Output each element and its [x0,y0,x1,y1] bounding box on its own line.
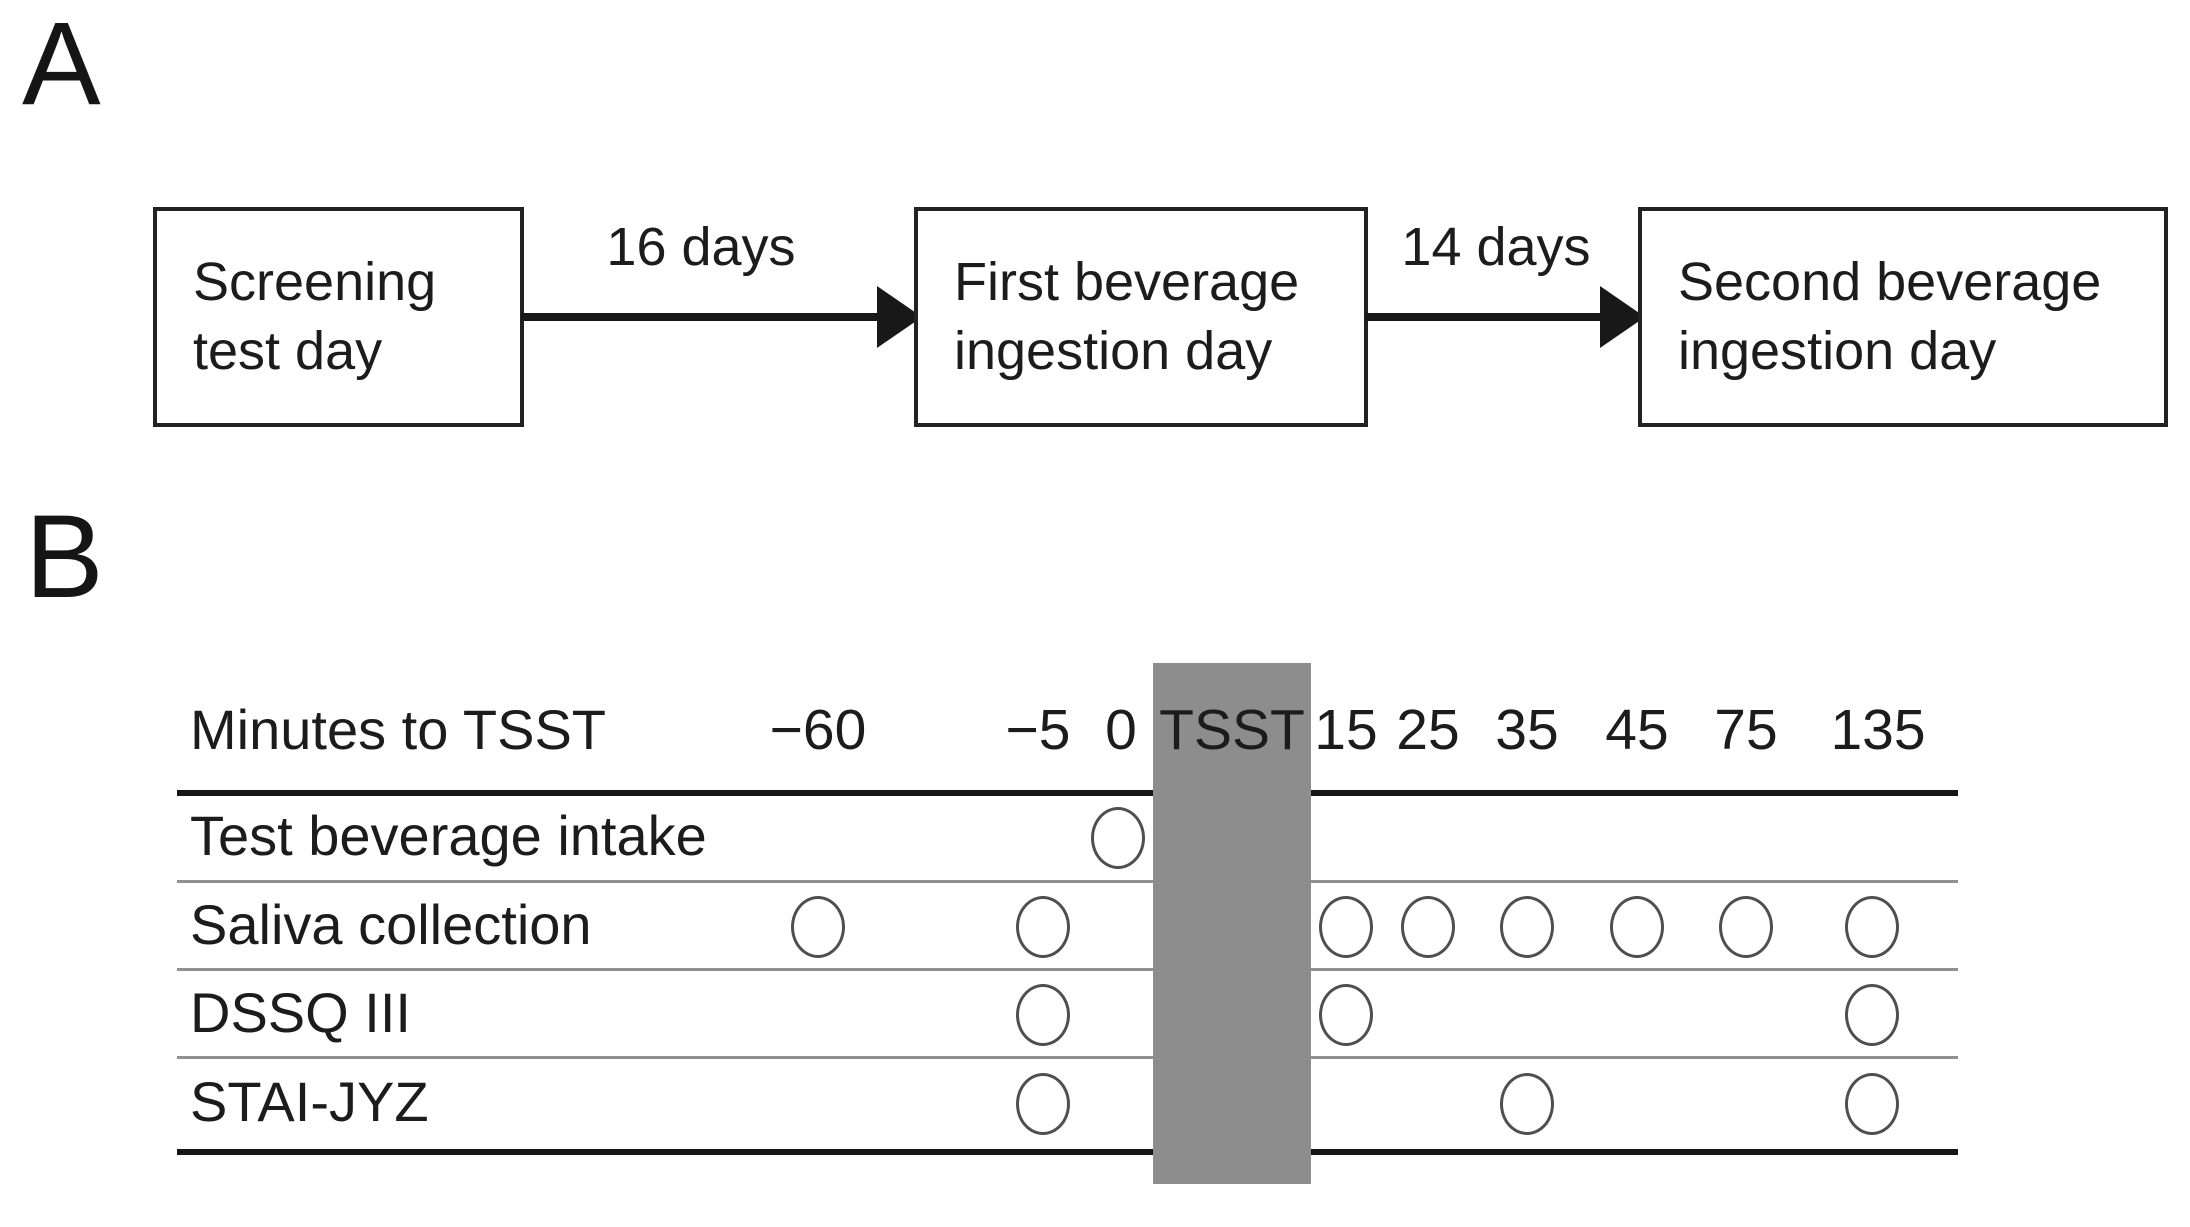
flow-box-first-beverage: First beverage ingestion day [914,207,1368,427]
arrow-shaft-1 [521,313,881,321]
marker-circle-dssq-15 [1319,984,1373,1046]
row-label-stai-jyz: STAI-JYZ [190,1070,429,1133]
marker-circle-test-beverage-0 [1091,807,1145,869]
flow-box-first-beverage-line1: First beverage [954,251,1300,312]
marker-circle-saliva-minus5 [1016,896,1070,958]
marker-circle-saliva-35 [1500,896,1554,958]
time-label-135: 135 [1830,698,1926,762]
panel-a-label: A [22,0,101,130]
row-label-dssq-iii: DSSQ III [190,981,411,1044]
flow-box-second-beverage-line1: Second beverage [1678,251,2102,312]
flow-box-first-beverage-line2: ingestion day [954,321,1273,381]
time-label-35: 35 [1495,698,1559,762]
panel-b-label: B [25,491,104,623]
flow-box-screening-line2: test day [193,321,383,381]
marker-circle-stai-35 [1500,1073,1554,1135]
flow-box-screening-line1: Screening [193,251,437,312]
table-top-rule [177,790,1958,796]
interval-label-14-days: 14 days [1401,217,1591,277]
marker-circle-saliva-25 [1401,896,1455,958]
marker-circle-stai-135 [1845,1073,1899,1135]
time-label-75: 75 [1714,698,1778,762]
timeline-header-label: Minutes to TSST [190,698,607,761]
row-separator-1 [177,880,1958,883]
time-label-minus60: −60 [769,698,867,762]
marker-circle-saliva-15 [1319,896,1373,958]
marker-circle-saliva-45 [1610,896,1664,958]
flow-box-second-beverage-line2: ingestion day [1678,321,1997,381]
flow-box-second-beverage: Second beverage ingestion day [1638,207,2168,427]
time-label-25: 25 [1396,698,1460,762]
marker-circle-stai-minus5 [1016,1073,1070,1135]
time-label-0: 0 [1105,698,1137,762]
row-label-test-beverage-intake: Test beverage intake [190,804,707,867]
marker-circle-saliva-75 [1719,896,1773,958]
marker-circle-dssq-135 [1845,984,1899,1046]
time-label-45: 45 [1605,698,1669,762]
interval-label-16-days: 16 days [606,217,796,277]
marker-circle-dssq-minus5 [1016,984,1070,1046]
flow-box-screening: Screening test day [153,207,524,427]
arrow-head-icon-2 [1600,286,1645,348]
marker-circle-saliva-135 [1845,896,1899,958]
time-label-15: 15 [1314,698,1378,762]
arrow-shaft-2 [1365,313,1605,321]
tsst-period-bar [1153,663,1311,1184]
time-label-tsst: TSST [1159,698,1305,762]
table-bottom-rule [177,1149,1958,1155]
time-label-minus5: −5 [1005,698,1071,762]
marker-circle-saliva-minus60 [791,896,845,958]
row-separator-3 [177,1056,1958,1059]
row-label-saliva-collection: Saliva collection [190,893,592,956]
row-separator-2 [177,968,1958,971]
